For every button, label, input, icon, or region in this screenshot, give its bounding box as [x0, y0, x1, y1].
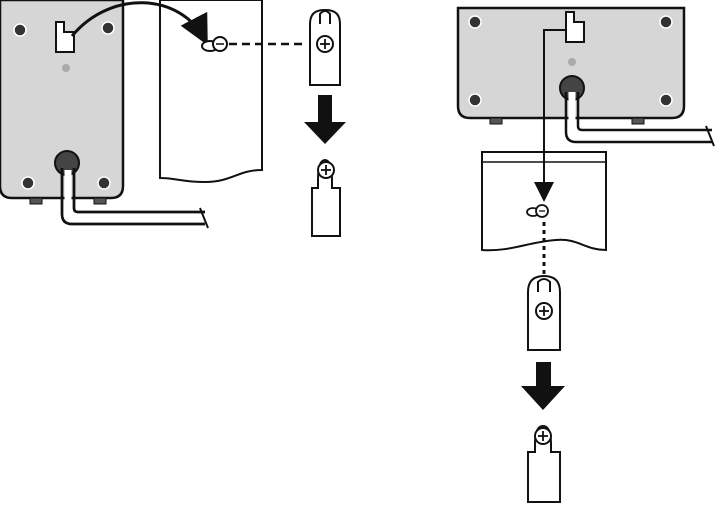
right-panel	[456, 6, 715, 503]
mounting-bracket-icon	[527, 424, 561, 503]
alignment-arrow	[534, 29, 566, 202]
mounting-bracket-icon	[309, 9, 341, 86]
mounting-bracket-icon	[311, 158, 341, 237]
mounting-hole-icon	[13, 21, 115, 190]
wall-surface-left	[159, 0, 263, 184]
down-arrow-icon	[521, 362, 565, 410]
curved-arrow-icon	[70, 1, 208, 46]
device-foot	[489, 117, 503, 125]
screw-icon	[526, 204, 549, 218]
device-foot	[29, 197, 43, 205]
down-arrow-icon	[304, 95, 346, 144]
device-foot	[93, 197, 107, 205]
device-body-left	[0, 0, 125, 200]
cable-icon	[564, 92, 712, 144]
left-panel	[0, 0, 346, 237]
screw-icon	[201, 36, 228, 52]
mounting-hole-icon	[468, 15, 673, 107]
mounting-bracket-icon	[527, 274, 561, 351]
hook-icon	[565, 11, 585, 43]
device-foot	[631, 117, 645, 125]
